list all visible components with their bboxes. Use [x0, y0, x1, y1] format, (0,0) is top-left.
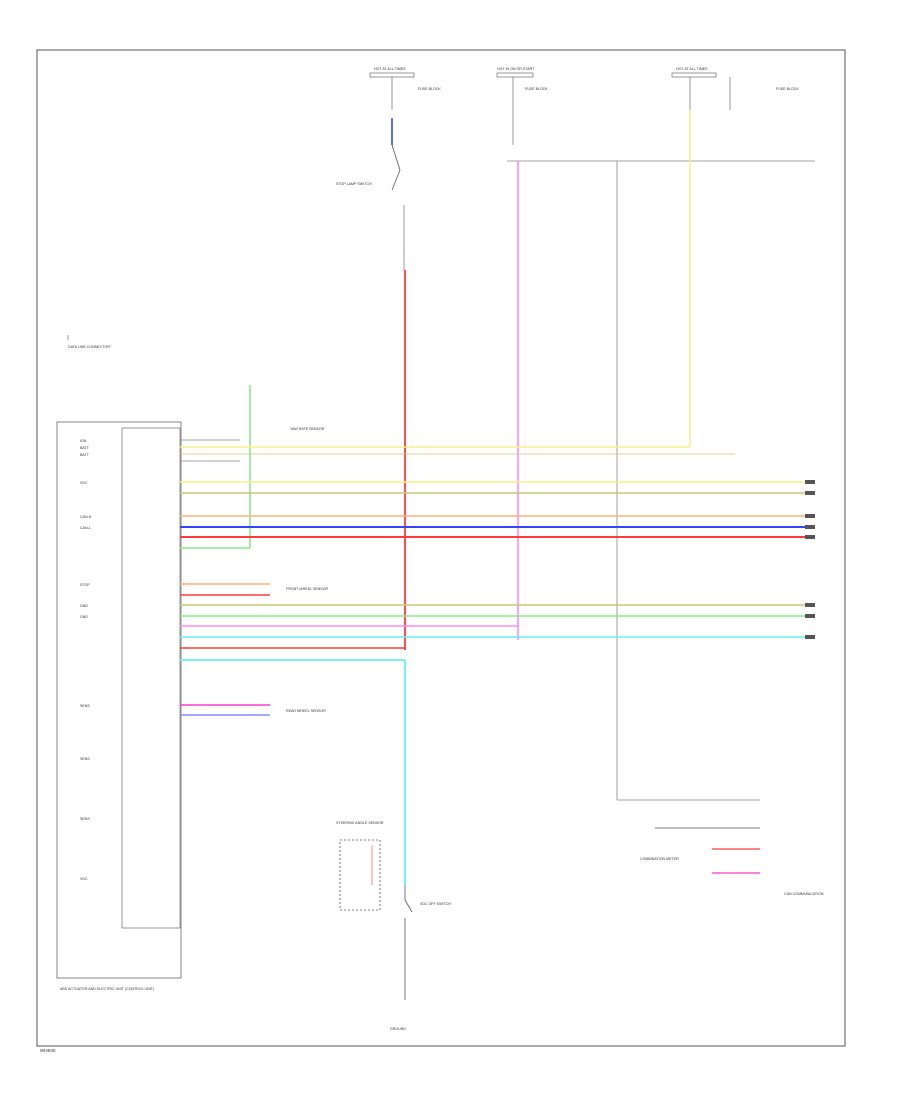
data-link-label: DATA LINK CONNECTOR — [68, 345, 110, 349]
footer-id: WHE00 — [40, 1048, 56, 1053]
vdc-off-switch: VDC OFF SWITCH GROUND — [390, 885, 451, 1031]
fuse-block-right: HOT AT ALL TIMES FUSE BLOCK — [671, 67, 799, 110]
fuse-block-left-name: FUSE BLOCK — [418, 87, 441, 91]
stop-lamp-switch-label: STOP LAMP SWITCH — [336, 182, 372, 186]
pin-label: CAN-L — [80, 526, 91, 530]
right-connector-label: CAN COMMUNICATION — [784, 892, 824, 896]
pin-label: CAN-H — [80, 515, 92, 519]
steering-angle-sensor: STEERING ANGLE SENSOR — [336, 821, 384, 911]
data-link-connector: DATA LINK CONNECTOR — [67, 335, 110, 349]
diagram-frame — [36, 49, 846, 1047]
yaw-rate-label: YAW RATE SENSOR — [290, 427, 325, 431]
pin-label: BATT — [80, 453, 90, 457]
abs-actuator-unit: ABS ACTUATOR AND ELECTRIC UNIT (CONTROL … — [56, 421, 182, 991]
pin-label-group: IGN BATT BATT VDC CAN-H CAN-L STOP GND G… — [80, 439, 92, 881]
pin-label: IGN — [80, 439, 87, 443]
ground-label: GROUND — [390, 1027, 406, 1031]
right-connector-markers — [805, 480, 815, 639]
harness-lines — [180, 439, 815, 716]
combination-meter-area: COMBINATION METER CAN COMMUNICATION — [617, 799, 824, 896]
pin-label: SENS — [80, 817, 90, 821]
pin-label: BATT — [80, 446, 90, 450]
pin-label: GND — [80, 604, 88, 608]
fuse-block-right-label: HOT AT ALL TIMES — [676, 67, 708, 71]
pin-label: VDC — [80, 877, 88, 881]
combination-meter-label: COMBINATION METER — [640, 857, 679, 861]
stop-lamp-switch: STOP LAMP SWITCH — [336, 144, 405, 270]
wheel-sensor-rr-label: REAR WHEEL SENSOR — [286, 709, 326, 713]
pin-label: VDC — [80, 481, 88, 485]
pin-label: SENS — [80, 704, 90, 708]
fuse-block-middle: HOT IN ON OR START FUSE BLOCK — [496, 67, 548, 145]
pin-label: SENS — [80, 757, 90, 761]
steering-angle-label: STEERING ANGLE SENSOR — [336, 821, 384, 825]
wheel-sensor-fr-label: FRONT WHEEL SENSOR — [286, 587, 329, 591]
fuse-block-left-label: HOT AT ALL TIMES — [374, 67, 406, 71]
fuse-block-middle-name: FUSE BLOCK — [525, 87, 548, 91]
abs-actuator-label: ABS ACTUATOR AND ELECTRIC UNIT (CONTROL … — [60, 987, 154, 991]
fuse-block-middle-label: HOT IN ON OR START — [497, 67, 535, 71]
fuse-block-left: HOT AT ALL TIMES FUSE BLOCK — [369, 67, 441, 110]
vdc-off-label: VDC OFF SWITCH — [420, 902, 451, 906]
pin-label: GND — [80, 615, 88, 619]
pin-label: STOP — [80, 583, 90, 587]
fuse-block-right-name: FUSE BLOCK — [776, 87, 799, 91]
